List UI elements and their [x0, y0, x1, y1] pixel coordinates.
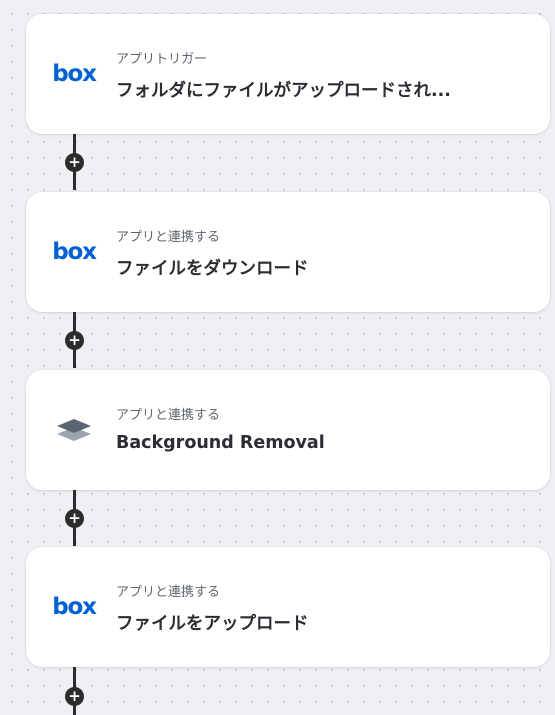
- add-step-button[interactable]: +: [65, 687, 84, 706]
- box-logo-text: box: [52, 238, 97, 265]
- step-title: ファイルをダウンロード: [116, 259, 309, 279]
- step-type-label: アプリと連携する: [116, 230, 221, 245]
- box-logo-icon: box: [52, 236, 97, 268]
- step-title: ファイルをアップロード: [116, 614, 309, 634]
- add-step-button[interactable]: +: [65, 153, 84, 172]
- flow-step-card-upload[interactable]: box アプリと連携する ファイルをアップロード: [26, 547, 550, 667]
- step-type-label: アプリと連携する: [116, 585, 221, 600]
- layers-icon: [52, 414, 96, 446]
- flow-step-card-trigger[interactable]: box アプリトリガー フォルダにファイルがアップロードされ...: [26, 14, 550, 134]
- step-title: Background Removal: [116, 433, 325, 453]
- flow-step-card-background-removal[interactable]: アプリと連携する Background Removal: [26, 370, 550, 490]
- add-step-button[interactable]: +: [65, 509, 84, 528]
- box-logo-text: box: [52, 593, 97, 620]
- box-logo-text: box: [52, 60, 97, 87]
- add-step-button[interactable]: +: [65, 331, 84, 350]
- step-title: フォルダにファイルがアップロードされ...: [116, 81, 451, 101]
- step-type-label: アプリと連携する: [116, 408, 221, 423]
- flow-step-card-download[interactable]: box アプリと連携する ファイルをダウンロード: [26, 192, 550, 312]
- layers-icon-graphic: [57, 419, 91, 441]
- box-logo-icon: box: [52, 58, 97, 90]
- box-logo-icon: box: [52, 591, 97, 623]
- step-type-label: アプリトリガー: [116, 52, 208, 67]
